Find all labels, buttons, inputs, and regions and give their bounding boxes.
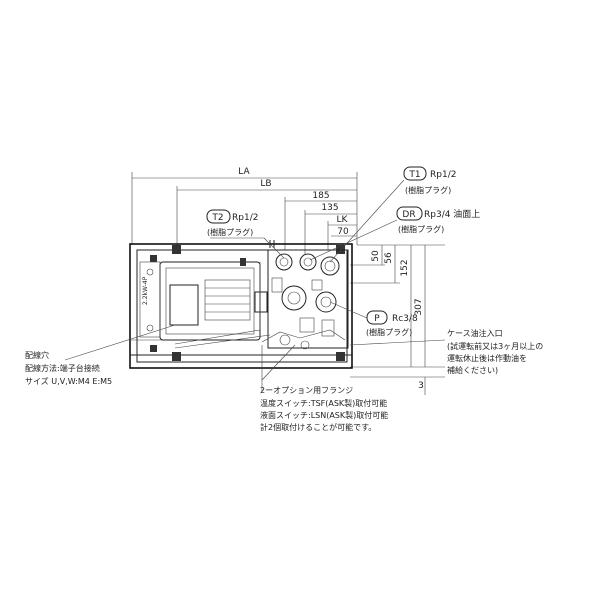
port-T2-callout bbox=[206, 209, 285, 259]
port-P-note: (樹脂プラグ) bbox=[366, 327, 412, 337]
dim-185: 185 bbox=[312, 191, 329, 201]
dim-56: 56 bbox=[384, 252, 394, 264]
wiring-line-3: サイズ U,V,W:M4 E:M5 bbox=[25, 376, 112, 386]
port-T2-tag: T2 bbox=[211, 213, 223, 223]
port-T2-note: (樹脂プラグ) bbox=[207, 227, 253, 237]
dim-307: 307 bbox=[414, 298, 424, 315]
port-DR-size: Rp3/4 油面上 bbox=[424, 208, 480, 220]
motor: 2.2kW-4P bbox=[139, 258, 268, 341]
flange-line-1: 温度スイッチ:TSF(ASK製)取付可能 bbox=[260, 398, 387, 408]
dim-70: 70 bbox=[337, 227, 349, 237]
case-oil-title: ケース油注入口 bbox=[447, 328, 503, 338]
case-oil-line-1: (試運転前又は3ヶ月以上の bbox=[447, 341, 543, 351]
flange-title: 2ーオプション用フランジ bbox=[260, 386, 353, 395]
wiring-line-2: 配線方法:端子台接続 bbox=[25, 363, 100, 373]
port-T1-size: Rp1/2 bbox=[430, 170, 456, 180]
port-DR-callout bbox=[309, 206, 423, 261]
dim-LK: LK bbox=[337, 215, 349, 225]
port-P-callout bbox=[329, 301, 388, 325]
case-oil-callout bbox=[349, 339, 446, 346]
dim-LB: LB bbox=[260, 179, 271, 189]
port-T1-note: (樹脂プラグ) bbox=[405, 185, 451, 195]
port-T2-size: Rp1/2 bbox=[232, 213, 258, 223]
dim-152: 152 bbox=[400, 259, 410, 276]
port-T1-tag: T1 bbox=[408, 170, 420, 180]
dim-3: 3 bbox=[418, 381, 424, 391]
dim-LA: LA bbox=[238, 167, 250, 177]
top-dimension-lines bbox=[131, 172, 358, 255]
flange-line-3: 計2個取付けることが可能です。 bbox=[260, 422, 376, 432]
valve-block bbox=[174, 240, 349, 350]
case-oil-line-3: 補給ください) bbox=[447, 365, 498, 375]
dim-50: 50 bbox=[371, 250, 381, 262]
wiring-callout bbox=[64, 324, 176, 361]
port-T1-callout bbox=[329, 166, 427, 263]
dim-135: 135 bbox=[321, 203, 338, 213]
flange-callout bbox=[261, 344, 296, 392]
wiring-line-1: 配線穴 bbox=[25, 350, 49, 360]
port-DR-tag: DR bbox=[402, 210, 415, 220]
port-DR-note: (樹脂プラグ) bbox=[398, 224, 444, 234]
case-oil-line-2: 運転休止後は作動油を bbox=[447, 353, 527, 363]
right-dimension-lines bbox=[350, 244, 445, 395]
flange-line-2: 液面スイッチ:LSN(ASK製)取付可能 bbox=[260, 410, 388, 420]
svg-text:2.2kW-4P: 2.2kW-4P bbox=[142, 276, 149, 305]
port-P-tag: P bbox=[374, 314, 380, 324]
port-P-size: Rc3/8 bbox=[392, 314, 418, 324]
